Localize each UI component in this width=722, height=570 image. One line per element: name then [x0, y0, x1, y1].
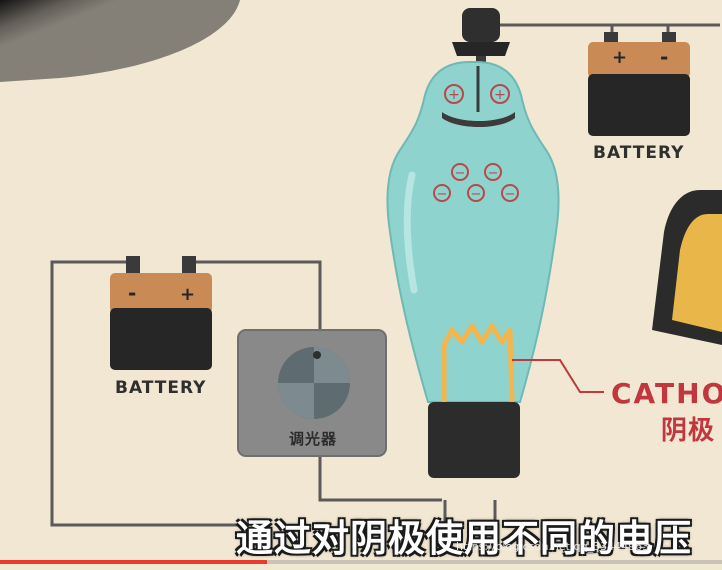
positive-charges: + +: [444, 84, 510, 104]
tube-pins: [443, 500, 497, 550]
svg-text:−: −: [488, 166, 499, 181]
battery-top-minus: -: [660, 45, 668, 69]
glass-envelope: [386, 61, 560, 403]
vacuum-tube: + + − − − − −: [386, 8, 560, 478]
svg-text:+: +: [494, 87, 506, 103]
svg-text:−: −: [455, 166, 466, 181]
svg-text:−: −: [471, 187, 482, 202]
video-subtitle: 通过对阴极使用不同的电压: [236, 517, 692, 560]
wire-right-loop: [188, 260, 322, 330]
corner-vignette: [0, 0, 200, 80]
anode-plate: [442, 112, 515, 127]
video-progress-bar[interactable]: [0, 560, 722, 564]
wire-dimmer-tube: [318, 455, 442, 502]
dimmer-label: 调光器: [289, 430, 338, 448]
battery-top-label: BATTERY: [593, 143, 685, 163]
svg-text:−: −: [437, 187, 448, 202]
battery-left-label: BATTERY: [115, 378, 207, 398]
svg-text:−: −: [505, 187, 516, 202]
dimmer-box: [237, 329, 387, 457]
battery-top: + -: [588, 32, 690, 136]
battery-left: - +: [110, 256, 212, 370]
cathode-filament: [441, 323, 515, 403]
wire-left-loop: [50, 260, 240, 527]
battery-top-plus: +: [612, 47, 627, 68]
circuit-wires: [50, 23, 720, 550]
electrons: − − − − −: [433, 163, 519, 202]
tube-base: [428, 402, 520, 478]
cathode-label-en: CATHO: [611, 377, 722, 410]
right-edge-device: [652, 190, 722, 345]
battery-left-plus: +: [180, 284, 195, 305]
cathode-label-zh: 阴极: [661, 416, 716, 446]
watermark-url: https://blog.csdn.net/qq_33444963: [456, 540, 650, 553]
battery-left-minus: -: [128, 281, 136, 305]
video-progress-fill: [0, 560, 268, 564]
cathode-pointer: [512, 359, 604, 393]
svg-text:+: +: [448, 87, 460, 103]
